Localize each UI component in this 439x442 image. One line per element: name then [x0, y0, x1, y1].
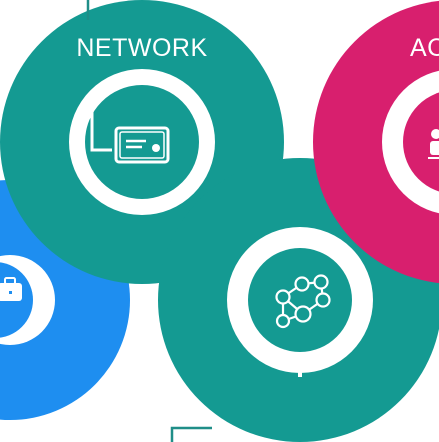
connector-lines: [86, 0, 212, 442]
accent-icon-circle: [403, 92, 439, 192]
bottom-connector: [170, 426, 212, 442]
accent-ring: AC: [313, 0, 439, 284]
accent-ring-outer: [313, 0, 439, 284]
people-network-icon: [275, 274, 331, 329]
briefcase-icon: [0, 277, 22, 301]
certificate-icon: [114, 126, 170, 164]
network-connector: [90, 92, 112, 152]
network-label: NETWORK: [76, 34, 207, 62]
community-icon-circle: [248, 248, 352, 352]
person-icon: [428, 129, 439, 159]
accent-label: AC: [410, 34, 439, 62]
